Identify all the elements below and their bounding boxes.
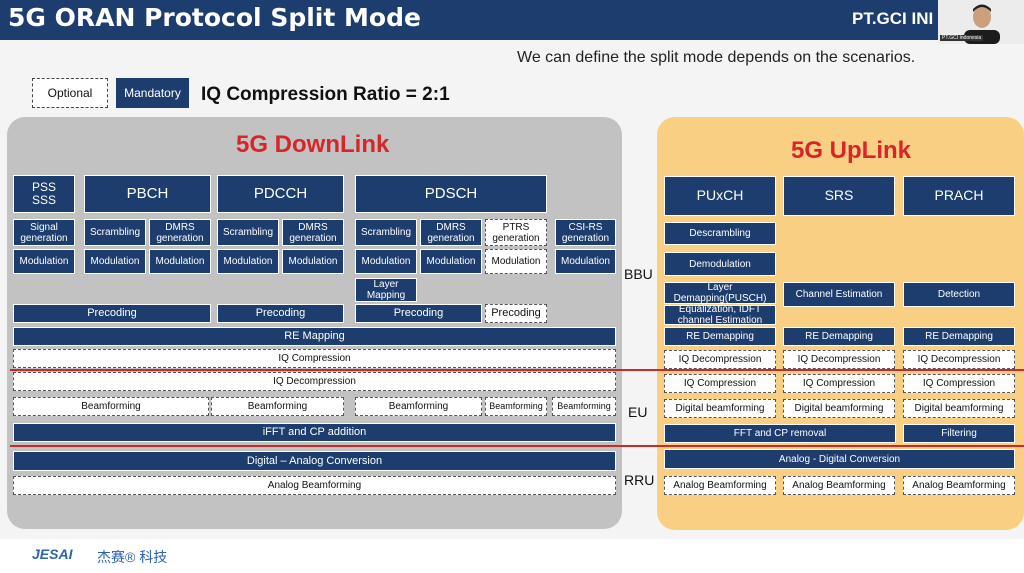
title-bar — [0, 0, 1024, 40]
srs-block: SRS — [783, 176, 895, 216]
pdsch-dmrs-block: DMRS generation — [420, 219, 482, 246]
re-demapping-block: RE Demapping — [783, 327, 895, 346]
zone-label-bbu: BBU — [624, 266, 653, 282]
pdcch-block: PDCCH — [217, 175, 344, 213]
split-line-bbu-eu — [10, 369, 1024, 371]
pbch-scrambling-block: Scrambling — [84, 219, 146, 246]
detection-block: Detection — [903, 282, 1015, 307]
iq-compression-block: IQ Compression — [13, 349, 616, 368]
zone-label-eu: EU — [628, 404, 648, 420]
ptrs-generation-block: PTRS generation — [485, 219, 547, 246]
analog-beamforming-block: Analog Beamforming — [664, 476, 776, 495]
iq-decompression-block: IQ Decompression — [783, 350, 895, 369]
digital-beamforming-block: Digital beamforming — [903, 399, 1015, 418]
pss-sss-block: PSS SSS — [13, 175, 75, 213]
ptrs-precoding-block: Precoding — [485, 304, 547, 323]
iq-decompression-block: IQ Decompression — [903, 350, 1015, 369]
company-name: 杰赛® 科技 — [97, 549, 168, 565]
layer-demapping-block: Layer Demapping(PUSCH) — [664, 282, 776, 304]
prach-block: PRACH — [903, 176, 1015, 216]
precoding-block: Precoding — [355, 304, 482, 323]
modulation-block: Modulation — [217, 249, 279, 274]
analog-beamforming-block: Analog Beamforming — [903, 476, 1015, 495]
presenter-video: PT.GCI Indonesia — [938, 0, 1024, 44]
demodulation-block: Demodulation — [664, 252, 776, 276]
pdcch-dmrs-block: DMRS generation — [282, 219, 344, 246]
iq-compression-block: IQ Compression — [783, 374, 895, 393]
modulation-block: Modulation — [282, 249, 344, 274]
beamforming-block: Beamforming — [211, 397, 344, 416]
pdsch-scrambling-block: Scrambling — [355, 219, 417, 246]
beamforming-block: Beamforming — [485, 397, 547, 416]
pbch-block: PBCH — [84, 175, 211, 213]
uplink-title: 5G UpLink — [791, 137, 912, 164]
presenter-name: PT.GCI Indonesia — [940, 35, 984, 41]
analog-beamforming-block: Analog Beamforming — [13, 476, 616, 495]
compression-ratio: IQ Compression Ratio = 2:1 — [201, 84, 450, 105]
legend-optional: Optional — [32, 78, 108, 108]
slide-title: 5G ORAN Protocol Split Mode — [8, 3, 421, 32]
re-demapping-block: RE Demapping — [903, 327, 1015, 346]
digital-beamforming-block: Digital beamforming — [783, 399, 895, 418]
channel-estimation-block: Channel Estimation — [783, 282, 895, 307]
pbch-dmrs-block: DMRS generation — [149, 219, 211, 246]
zone-label-rru: RRU — [624, 472, 655, 488]
beamforming-block: Beamforming — [355, 397, 482, 416]
legend-mandatory: Mandatory — [116, 78, 189, 108]
precoding-block: Precoding — [13, 304, 211, 323]
analog-digital-conversion-block: Analog - Digital Conversion — [664, 449, 1015, 469]
csi-rs-generation-block: CSI-RS generation — [555, 219, 616, 246]
re-demapping-block: RE Demapping — [664, 327, 776, 346]
signal-generation-block: Signal generation — [13, 219, 75, 246]
modulation-block: Modulation — [420, 249, 482, 274]
brand-label: PT.GCI INI — [852, 9, 934, 28]
iq-decompression-block: IQ Decompression — [13, 372, 616, 391]
digital-analog-conversion-block: Digital – Analog Conversion — [13, 451, 616, 471]
modulation-block: Modulation — [149, 249, 211, 274]
company-logo: JESAI — [32, 546, 73, 562]
analog-beamforming-block: Analog Beamforming — [783, 476, 895, 495]
slide-subtitle: We can define the split mode depends on … — [517, 49, 916, 66]
pdcch-scrambling-block: Scrambling — [217, 219, 279, 246]
modulation-block: Modulation — [84, 249, 146, 274]
re-mapping-block: RE Mapping — [13, 327, 616, 346]
precoding-block: Precoding — [217, 304, 344, 323]
modulation-block: Modulation — [13, 249, 75, 274]
filtering-block: Filtering — [903, 424, 1015, 443]
footer-bar — [0, 539, 1024, 573]
fft-cp-removal-block: FFT and CP removal — [664, 424, 896, 443]
iq-decompression-block: IQ Decompression — [664, 350, 776, 369]
puxch-block: PUxCH — [664, 176, 776, 216]
descrambling-block: Descrambling — [664, 222, 776, 245]
beamforming-block: Beamforming — [552, 397, 616, 416]
ptrs-modulation-block: Modulation — [485, 249, 547, 274]
beamforming-block: Beamforming — [13, 397, 209, 416]
split-line-eu-rru — [10, 445, 1024, 447]
iq-compression-block: IQ Compression — [903, 374, 1015, 393]
modulation-block: Modulation — [555, 249, 616, 274]
iq-compression-block: IQ Compression — [664, 374, 776, 393]
layer-mapping-block: Layer Mapping — [355, 278, 417, 302]
modulation-block: Modulation — [355, 249, 417, 274]
digital-beamforming-block: Digital beamforming — [664, 399, 776, 418]
ifft-cp-addition-block: iFFT and CP addition — [13, 423, 616, 442]
pdsch-block: PDSCH — [355, 175, 547, 213]
equalization-block: Equalization, IDFT channel Estimation — [664, 304, 776, 326]
downlink-title: 5G DownLink — [236, 131, 390, 158]
